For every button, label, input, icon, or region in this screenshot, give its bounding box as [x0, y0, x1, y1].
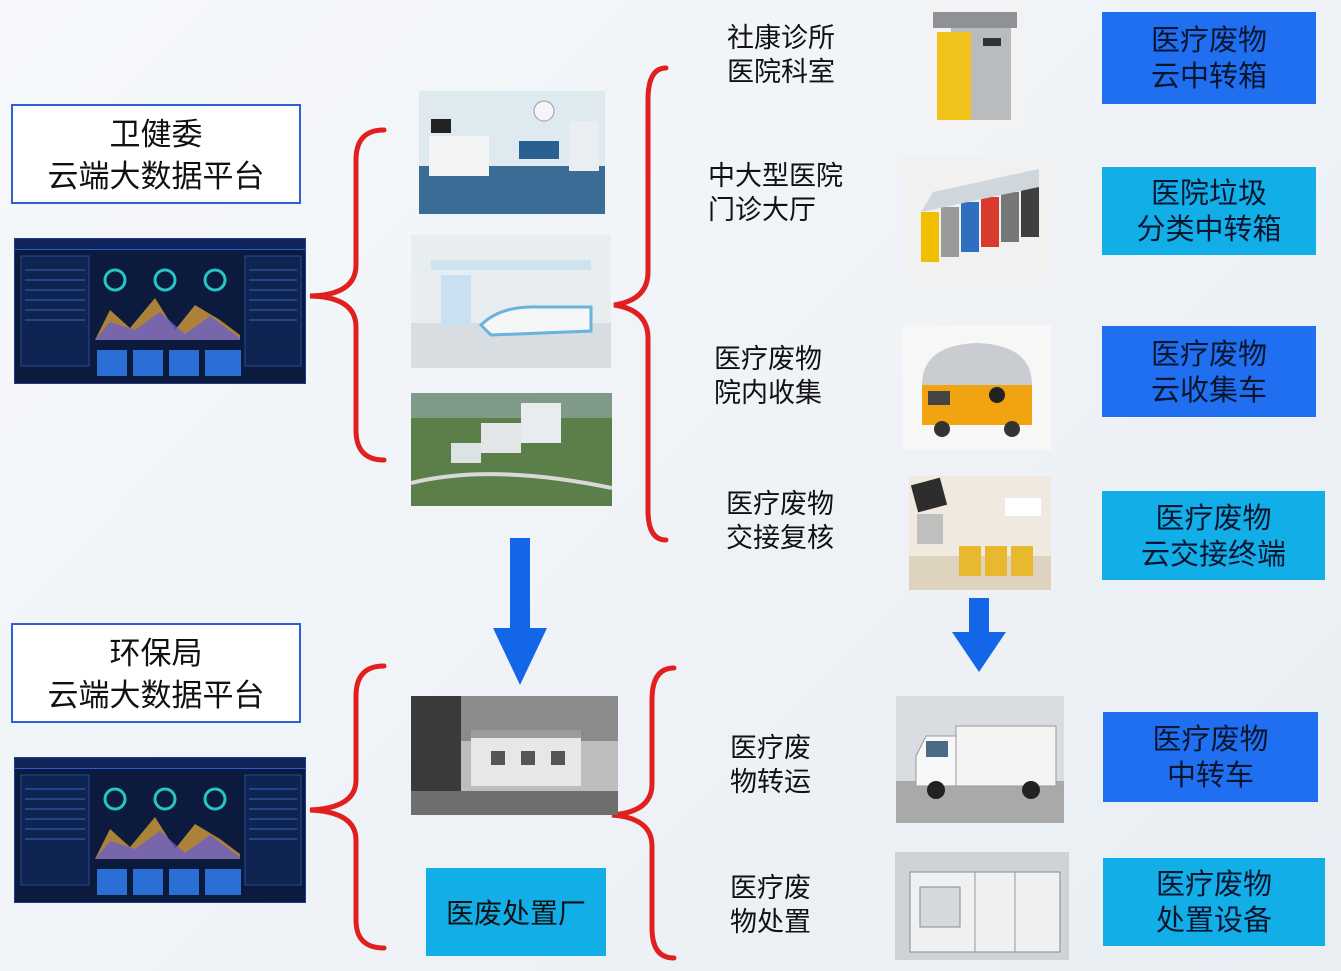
photo-transfer-box	[923, 2, 1027, 128]
platform-box-environmental-bureau: 环保局 云端大数据平台	[11, 623, 301, 723]
product-tag: 医疗废物 云中转箱	[1102, 12, 1316, 104]
dashboard-chart-icon	[20, 255, 302, 376]
product-tag: 医疗废物 云交接终端	[1102, 491, 1325, 580]
platform-subtitle: 云端大数据平台	[47, 678, 265, 714]
source-label: 社康诊所 医院科室	[727, 23, 835, 88]
photo-hospital-campus	[411, 393, 612, 506]
photo-disposal-equipment	[895, 852, 1069, 960]
photo-collection-cart	[902, 325, 1051, 450]
bracket-left-top	[309, 127, 387, 463]
photo-clinic-room	[419, 91, 605, 214]
product-tag: 医院垃圾 分类中转箱	[1102, 167, 1316, 255]
platform-title: 卫健委	[109, 117, 203, 153]
dashboard-screenshot	[14, 238, 306, 384]
bracket-left-bottom	[309, 663, 387, 951]
photo-disposal-plant	[411, 696, 618, 815]
platform-title: 环保局	[109, 636, 203, 672]
arrow-down-icon	[493, 538, 547, 685]
source-label: 医疗废 物处置	[730, 873, 811, 938]
bracket-middle-bottom	[611, 665, 677, 961]
source-label: 医疗废物 院内收集	[714, 344, 822, 409]
platform-subtitle: 云端大数据平台	[47, 159, 265, 195]
disposal-plant-label: 医废处置厂	[426, 868, 606, 956]
photo-transfer-truck	[896, 696, 1064, 823]
dashboard-screenshot	[14, 757, 306, 903]
source-label: 医疗废物 交接复核	[726, 489, 834, 554]
platform-box-health-commission: 卫健委 云端大数据平台	[11, 104, 301, 204]
photo-hospital-hall	[411, 235, 611, 368]
source-label: 中大型医院 门诊大厅	[708, 161, 843, 226]
arrow-down-icon	[952, 598, 1006, 672]
product-tag: 医疗废物 处置设备	[1103, 858, 1325, 946]
bracket-middle-top	[613, 65, 669, 543]
product-tag: 医疗废物 中转车	[1103, 712, 1318, 802]
source-label: 医疗废 物转运	[730, 733, 811, 798]
photo-sorting-bins	[903, 157, 1051, 284]
photo-handover-terminal	[909, 476, 1051, 590]
product-tag: 医疗废物 云收集车	[1102, 326, 1316, 417]
dashboard-chart-icon	[20, 774, 302, 895]
